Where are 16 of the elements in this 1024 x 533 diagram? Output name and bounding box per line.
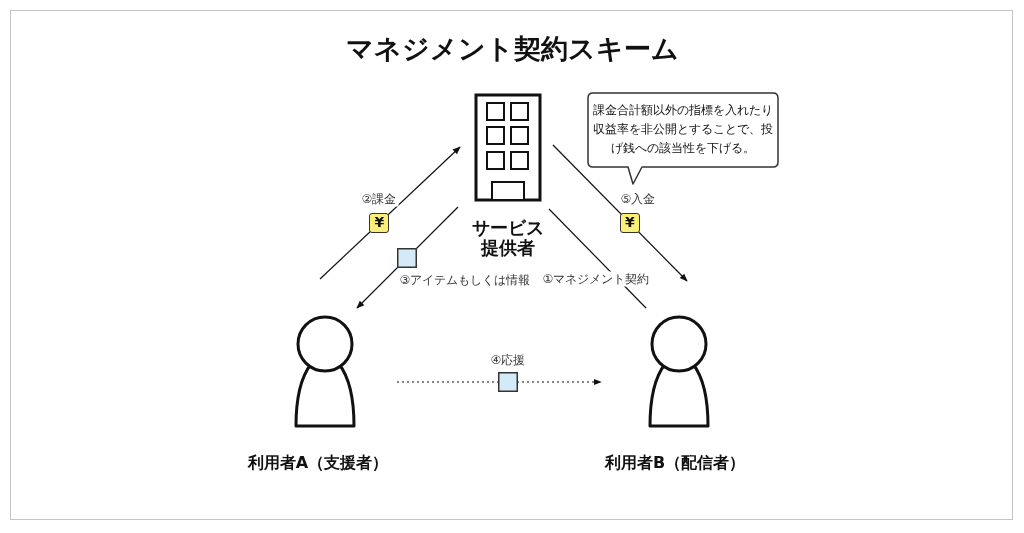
edge-label: ④応援 [488, 352, 528, 368]
edge-label: ①マネジメント契約 [540, 271, 652, 287]
edge-label: ③アイテムもしくは情報 [397, 272, 533, 288]
edge-label: ②課金 [359, 191, 399, 207]
arrow [552, 144, 688, 282]
yen-badge: ¥ [619, 213, 640, 233]
dotted-arrow [396, 378, 602, 386]
diagram-title: マネジメント契約スキーム [345, 32, 679, 66]
yen-badge: ¥ [369, 213, 390, 233]
arrow [319, 146, 461, 280]
building-label: サービス提供者 [471, 218, 545, 258]
edge-label: ⑤入金 [618, 191, 658, 207]
speech-bubble: 課金合計額以外の指標を入れたり収益率を非公開とすることで、投げ銭への該当性を下げる。 [587, 92, 779, 186]
person-label: 利用者B（配信者） [604, 452, 746, 474]
person-label: 利用者A（支援者） [247, 452, 389, 474]
arrow [356, 206, 459, 309]
